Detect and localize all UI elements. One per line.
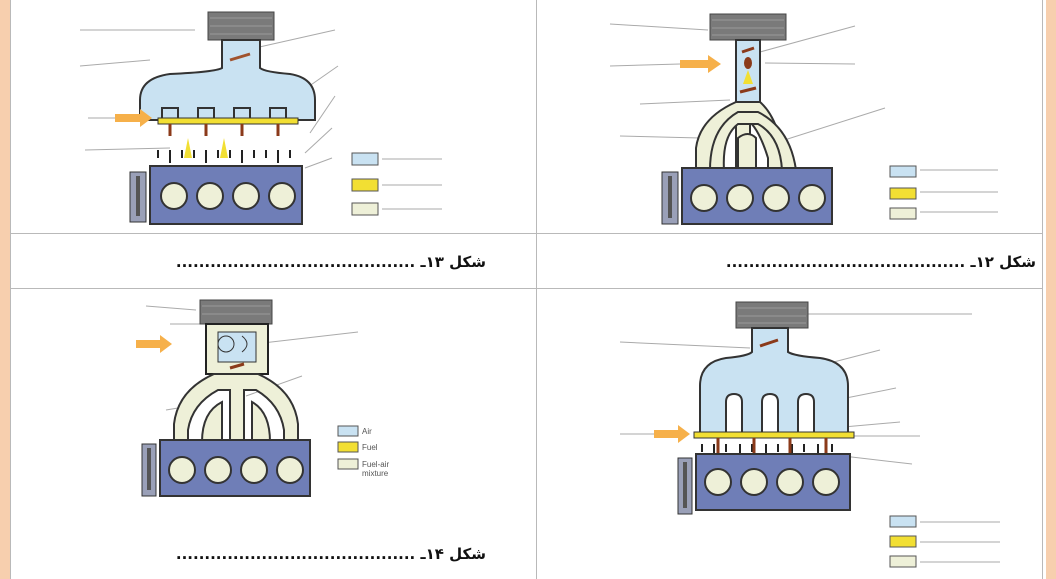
table-row-divider-2 (10, 288, 1043, 289)
figure-12-diagram (600, 8, 1000, 230)
table-row-divider-1 (10, 233, 1043, 234)
worksheet-page: شکل ۱۳ـ ................................… (10, 0, 1046, 579)
figure-15-diagram (600, 296, 1010, 576)
figure-13-diagram (70, 8, 470, 230)
table-border-right (1042, 0, 1043, 579)
legend-air-swatch (337, 425, 359, 437)
legend-mixture-swatch (337, 458, 359, 470)
figure-12-caption: شکل ۱۲ـ ................................… (725, 253, 1036, 271)
figure-14-diagram: Air Fuel Fuel-air mixture (106, 294, 436, 526)
legend-fuel-swatch (337, 441, 359, 453)
legend-air-label: Air (362, 427, 372, 436)
table-center-divider (536, 0, 537, 579)
figure-14-caption: شکل ۱۴ـ ................................… (175, 545, 486, 563)
legend-fuel-label: Fuel (362, 443, 378, 452)
table-border-left (10, 0, 11, 579)
figure-13-caption: شکل ۱۳ـ ................................… (175, 253, 486, 271)
legend-mixture-label-1: Fuel-air (362, 460, 389, 469)
legend-mixture-label-2: mixture (362, 469, 389, 478)
